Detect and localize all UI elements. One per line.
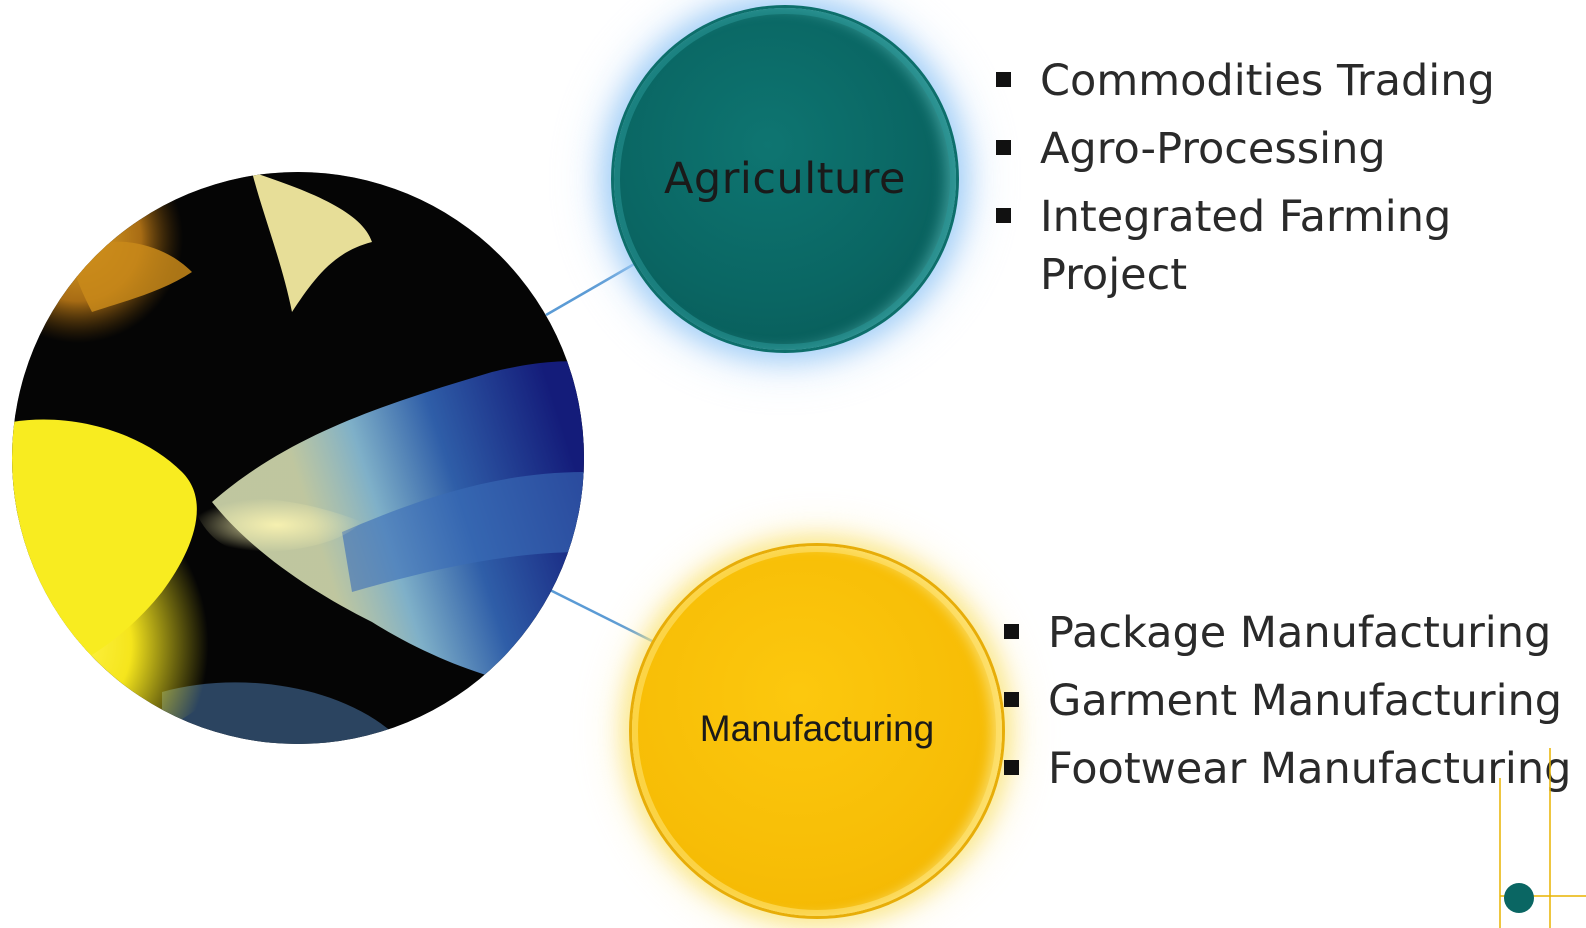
manufacturing-list: Package Manufacturing Garment Manufactur…	[1004, 604, 1584, 808]
abstract-smoke-image	[12, 172, 584, 744]
manufacturing-node: Manufacturing	[632, 546, 1002, 916]
square-bullet-icon	[1004, 692, 1019, 707]
corner-decoration	[1499, 748, 1586, 928]
list-item: Footwear Manufacturing	[1004, 740, 1584, 798]
list-item: Commodities Trading	[996, 52, 1516, 110]
square-bullet-icon	[1004, 760, 1019, 775]
agriculture-label: Agriculture	[664, 154, 906, 204]
list-item-text: Integrated Farming Project	[1040, 192, 1452, 300]
list-item-text: Commodities Trading	[1040, 56, 1495, 106]
square-bullet-icon	[996, 208, 1011, 223]
agriculture-node: Agriculture	[614, 8, 956, 350]
connector-agriculture	[545, 261, 637, 317]
agriculture-list: Commodities Trading Agro-Processing Inte…	[996, 52, 1516, 314]
deco-dot-icon	[1504, 883, 1534, 913]
list-item-text: Package Manufacturing	[1048, 608, 1552, 658]
hero-image-circle	[12, 172, 584, 744]
square-bullet-icon	[1004, 624, 1019, 639]
list-item-text: Garment Manufacturing	[1048, 676, 1563, 726]
square-bullet-icon	[996, 72, 1011, 87]
list-item: Package Manufacturing	[1004, 604, 1584, 662]
list-item-text: Agro-Processing	[1040, 124, 1386, 174]
list-item: Agro-Processing	[996, 120, 1516, 178]
list-item-text: Footwear Manufacturing	[1048, 744, 1572, 794]
list-item: Garment Manufacturing	[1004, 672, 1584, 730]
square-bullet-icon	[996, 140, 1011, 155]
list-item: Integrated Farming Project	[996, 188, 1516, 304]
connector-manufacturing	[549, 588, 655, 644]
manufacturing-label: Manufacturing	[699, 708, 935, 749]
